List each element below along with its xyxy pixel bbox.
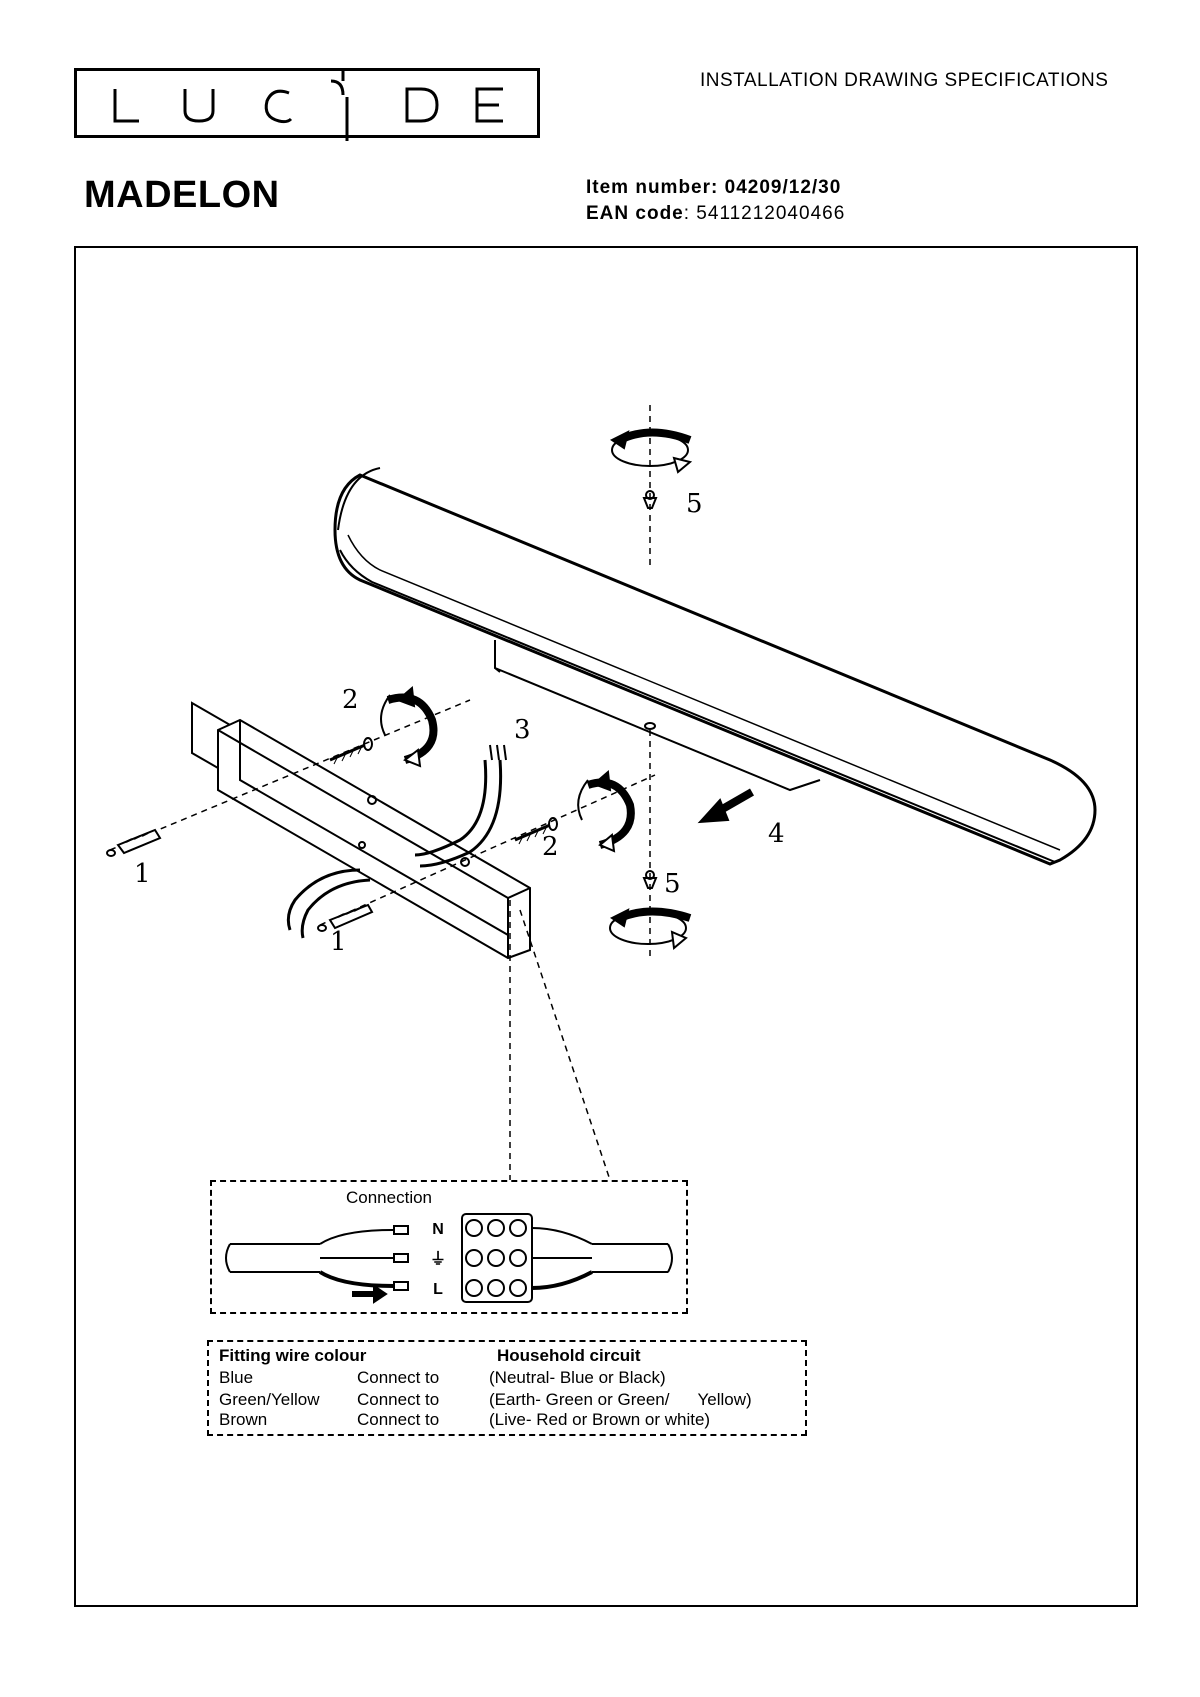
item-number-line: Item number: 04209/12/30 [586, 175, 845, 201]
lamp-body [333, 467, 1097, 866]
callout-4: 4 [768, 819, 785, 849]
lucide-logo [74, 68, 540, 141]
terminal-label-l: L [433, 1281, 443, 1298]
ean-label: EAN code [586, 203, 684, 224]
callout-3: 3 [514, 715, 531, 745]
connection-detail: Connection N ⏚ L [210, 1180, 688, 1314]
row-greenyellow-action: Connect to [357, 1390, 440, 1409]
drawing-frame [74, 246, 1138, 1607]
lucide-logo-mark [113, 71, 503, 141]
callout-1-bottom: 1 [330, 927, 347, 957]
wire-colour-table: Fitting wire colour Household circuit Bl… [207, 1340, 807, 1436]
row-greenyellow-household: (Earth- Green or Green/ Yellow) [489, 1390, 752, 1409]
terminal-label-earth: ⏚ [430, 1250, 446, 1268]
row-blue-colour: Blue [219, 1368, 254, 1387]
row-blue-household: (Neutral- Blue or Black) [489, 1368, 666, 1387]
row-blue-action: Connect to [357, 1368, 440, 1387]
set-screw-top [642, 490, 658, 509]
callout-5-bottom: 5 [664, 869, 681, 899]
ean-line: EAN code: 5411212040466 [586, 201, 845, 227]
row-brown-action: Connect to [357, 1410, 440, 1429]
rotate-arrow-left [380, 686, 438, 768]
rotate-arrow-top [610, 428, 693, 474]
col-header-household: Household circuit [497, 1346, 641, 1365]
callout-2-upper: 2 [342, 685, 359, 715]
screw-upper [329, 737, 373, 765]
rotate-arrow-right [577, 770, 635, 853]
connection-label: Connection [346, 1188, 433, 1207]
item-number-label: Item number: [586, 177, 719, 198]
document-type: INSTALLATION DRAWING SPECIFICATIONS [700, 70, 1109, 91]
item-number: 04209/12/30 [724, 177, 842, 198]
row-brown-household: (Live- Red or Brown or white) [489, 1410, 711, 1429]
ean-code: : 5411212040466 [683, 203, 846, 224]
col-header-fitting: Fitting wire colour [219, 1346, 367, 1365]
callout-2-lower: 2 [542, 832, 559, 862]
callout-5-top: 5 [686, 489, 703, 519]
push-arrow [697, 788, 754, 824]
callout-1-left: 1 [134, 859, 151, 889]
terminal-label-n: N [432, 1221, 444, 1238]
wall-plug-bottom [317, 903, 374, 932]
wall-plug-left [106, 828, 162, 857]
callout-numbers: 1 1 2 2 3 4 5 5 [134, 489, 785, 957]
product-name: MADELON [84, 174, 280, 216]
set-screw-bottom [642, 870, 658, 889]
item-meta: Item number: 04209/12/30 EAN code: 54112… [586, 175, 845, 227]
wall-bracket [191, 701, 531, 960]
row-greenyellow-colour: Green/Yellow [219, 1390, 320, 1409]
supply-cable [286, 744, 507, 939]
rotate-arrow-bottom [609, 907, 692, 950]
connection-diagram: N ⏚ L [225, 1213, 673, 1304]
screw-lower [514, 817, 558, 845]
row-brown-colour: Brown [219, 1410, 268, 1429]
